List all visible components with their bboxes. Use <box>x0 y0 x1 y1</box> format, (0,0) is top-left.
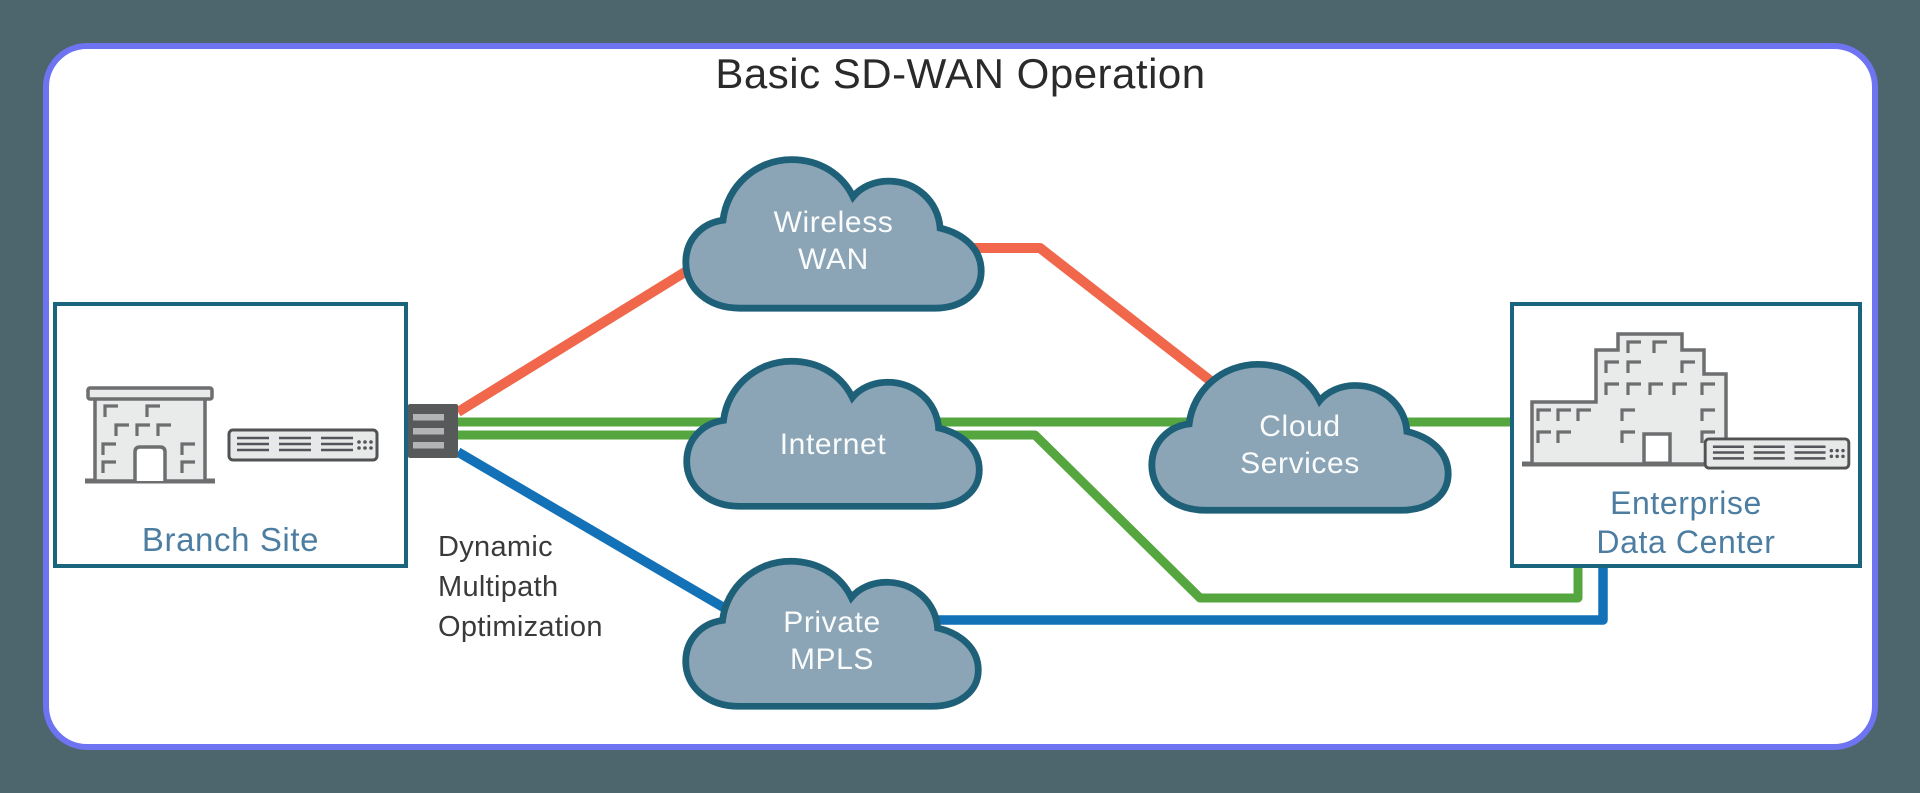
mpls-link-line <box>455 447 1608 625</box>
router-ports <box>1829 448 1845 459</box>
cloud-shape <box>682 557 982 710</box>
edge-router-icon <box>227 428 379 462</box>
datacenter-building-icon <box>1522 332 1736 467</box>
router-vents <box>1712 445 1826 460</box>
branch-site-box: Branch Site <box>53 302 408 568</box>
internet-cloud: Internet <box>678 345 988 513</box>
cloud-services-cloud-label: Cloud Services <box>1240 409 1360 480</box>
private-mpls-cloud-label: Private MPLS <box>783 606 881 676</box>
diagram-title: Basic SD-WAN Operation <box>715 50 1206 97</box>
wireless-wan-cloud-label: Wireless WAN <box>773 206 894 276</box>
internet-cloud-label: Internet <box>779 427 887 461</box>
datacenter-router-icon <box>1703 437 1851 470</box>
office-building-icon <box>85 386 215 484</box>
dmo-annotation: Dynamic Multipath Optimization <box>438 531 603 643</box>
enterprise-dc-box: Enterprise Data Center <box>1510 302 1862 568</box>
router-vents <box>237 436 353 452</box>
cloud-shape <box>1148 360 1452 514</box>
wireless-wan-cloud: Wireless WAN <box>677 143 990 315</box>
router-ports <box>357 440 373 450</box>
private-mpls-cloud: Private MPLS <box>677 545 987 713</box>
cloud-shape <box>683 357 983 510</box>
enterprise-dc-label: Enterprise Data Center <box>1596 485 1776 560</box>
branch-site-label: Branch Site <box>141 521 320 558</box>
cloud-shape <box>682 156 985 312</box>
wan-ports-connector-icon <box>408 404 458 458</box>
cloud-services-cloud: Cloud Services <box>1143 348 1457 517</box>
